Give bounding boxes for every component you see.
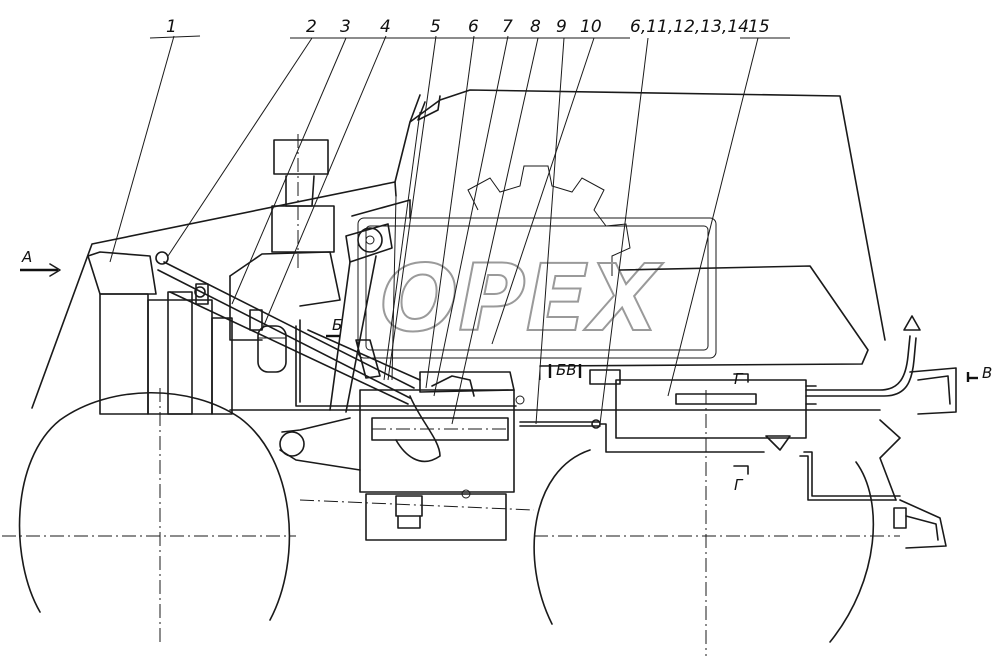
view-label-g-top: Г [734,370,744,388]
callout-6-11-12-13-14: 6,11,12,13,14 [630,17,749,37]
callout-15: 15 [748,17,770,37]
gearbox [395,375,475,463]
view-labels: A Б В БВ Г Г [21,248,992,494]
section-markers [20,263,978,382]
tank-left [359,389,525,541]
callout-1: 1 [166,17,177,37]
engine-block [87,134,341,415]
support-arm [229,199,881,471]
rear-wheel [299,390,900,656]
callout-2: 2 [306,17,317,37]
rear-frame [879,367,957,549]
callout-4: 4 [380,17,391,37]
callout-8: 8 [530,17,541,37]
leader-lines [109,35,790,425]
view-label-bv: БВ [556,361,577,379]
front-wheel [2,388,296,642]
view-label-b: Б [332,316,342,334]
callout-9: 9 [556,17,567,37]
control-rod [155,251,421,405]
watermark-text: OPEX [380,245,663,352]
callout-10: 10 [580,17,602,37]
callout-5: 5 [430,17,441,37]
callout-6: 6 [468,17,479,37]
callouts: 1 2 3 4 5 6 7 8 9 10 6,11,12,13,14 15 [166,17,770,37]
callout-7: 7 [502,17,513,37]
view-label-v: В [982,364,992,382]
watermark: OPEX [357,165,717,359]
fuel-pipes [295,315,921,501]
view-label-a: A [21,248,32,266]
callout-3: 3 [340,17,351,37]
view-label-g-bottom: Г [734,476,744,494]
cab-outline [31,89,886,409]
air-bottle [257,325,287,373]
fuel-tank [615,373,817,475]
